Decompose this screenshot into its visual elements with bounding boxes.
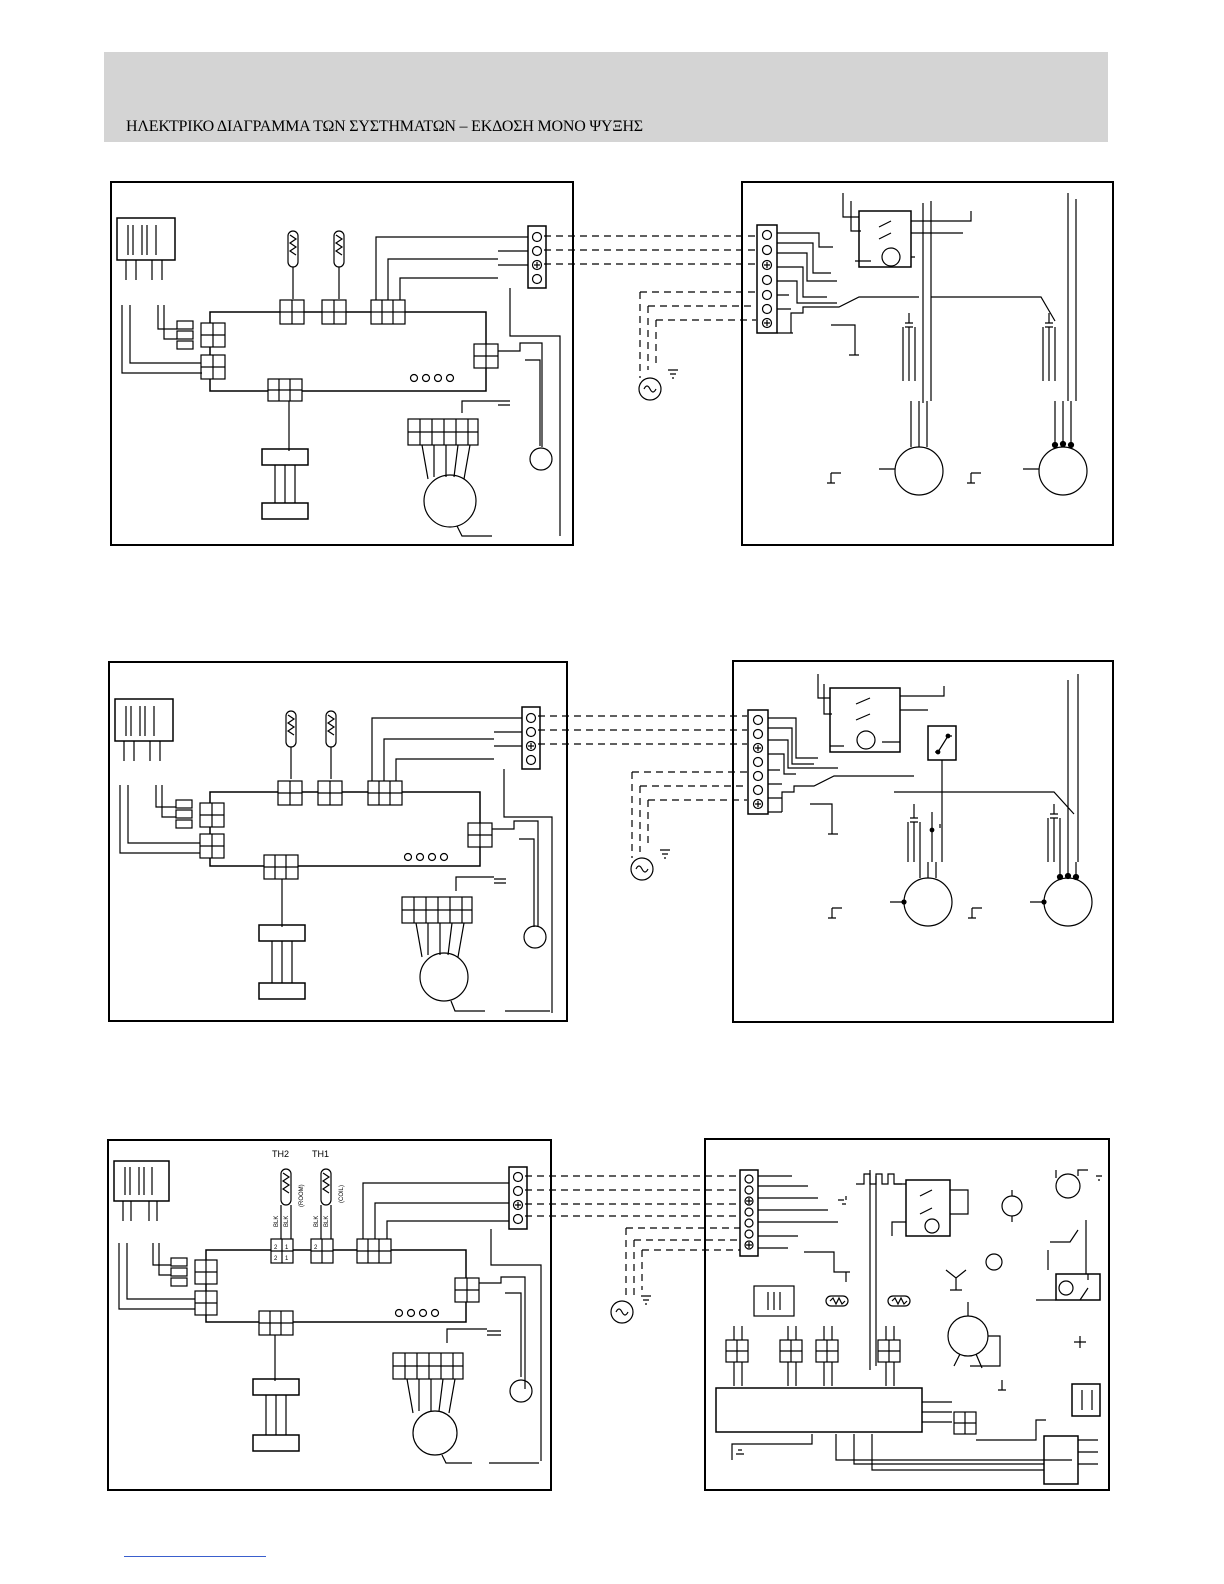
swing-motor-icon — [424, 475, 476, 527]
sensor-icon — [986, 1254, 1002, 1270]
outdoor-unit-panel-1 — [741, 181, 1114, 546]
outdoor-wiring-2 — [734, 662, 1116, 1025]
wire-color-label: BLK — [314, 1216, 320, 1227]
relay-icon — [906, 1180, 950, 1236]
compressor-icon — [904, 878, 952, 926]
page-title: ΗΛΕΚΤΡΙΚΟ ΔΙΑΓΡΑΜΜΑ ΤΩΝ ΣΥΣΤΗΜΑΤΩΝ – ΕΚΔ… — [126, 118, 643, 136]
swing-motor-icon — [420, 953, 468, 1001]
power-supply-icon — [611, 1301, 633, 1323]
transformer-icon — [115, 699, 173, 741]
indoor-unit-panel-2 — [108, 661, 568, 1022]
swing-motor-icon — [413, 1411, 457, 1455]
indoor-wiring-1 — [112, 183, 576, 548]
pcb-board — [206, 1250, 466, 1322]
outdoor-wiring-3 — [706, 1140, 1112, 1493]
wire-color-label: BLK — [274, 1216, 280, 1227]
indoor-unit-panel-1 — [110, 181, 574, 546]
display-board — [262, 449, 308, 465]
th1-note: (COIL) — [339, 1185, 345, 1203]
pcb-board — [716, 1388, 922, 1432]
fan-motor-icon — [1039, 447, 1087, 495]
wire-color-label: BLK — [284, 1216, 290, 1227]
power-supply-icon — [631, 858, 653, 880]
terminal-block — [528, 226, 546, 288]
indoor-wiring-2 — [110, 663, 570, 1024]
pcb-board — [210, 312, 486, 391]
wire-color-label: BLK — [324, 1216, 330, 1227]
outdoor-unit-panel-2 — [732, 660, 1114, 1023]
sensor-th2-label: TH2 — [272, 1149, 289, 1159]
outdoor-wiring-1 — [743, 183, 1116, 548]
overload-protector-icon — [1072, 1384, 1100, 1416]
indoor-unit-panel-3: TH2 TH1 (ROOM) (COIL) BLK BLK BLK BLK 2 … — [107, 1139, 552, 1491]
reed-sensor-icon — [510, 1380, 532, 1402]
outdoor-unit-panel-3 — [704, 1138, 1110, 1491]
footer-rule — [124, 1556, 266, 1557]
sensor-th1-label: TH1 — [312, 1149, 329, 1159]
power-supply-icon — [639, 378, 661, 400]
th2-note: (ROOM) — [299, 1184, 305, 1207]
header-band: ΗΛΕΚΤΡΙΚΟ ΔΙΑΓΡΑΜΜΑ ΤΩΝ ΣΥΣΤΗΜΑΤΩΝ – ΕΚΔ… — [104, 52, 1108, 142]
terminal-block — [509, 1167, 527, 1229]
terminal-block — [748, 710, 768, 814]
pcb-board — [210, 792, 480, 866]
compressor-icon — [895, 447, 943, 495]
terminal-block — [522, 707, 540, 769]
sensor-icon — [1056, 1174, 1080, 1198]
terminal-block — [757, 225, 777, 333]
fan-motor-icon — [1044, 878, 1092, 926]
reed-sensor-icon — [524, 926, 546, 948]
transformer-icon — [117, 218, 175, 260]
display-board — [259, 925, 305, 941]
relay-icon — [859, 211, 911, 267]
indoor-wiring-3: TH2 TH1 (ROOM) (COIL) BLK BLK BLK BLK 2 … — [109, 1141, 554, 1493]
reed-sensor-icon — [530, 448, 552, 470]
transformer-icon — [114, 1161, 169, 1201]
compressor-icon — [948, 1316, 988, 1356]
display-board — [253, 1379, 299, 1395]
overload-protector-icon — [928, 726, 956, 760]
